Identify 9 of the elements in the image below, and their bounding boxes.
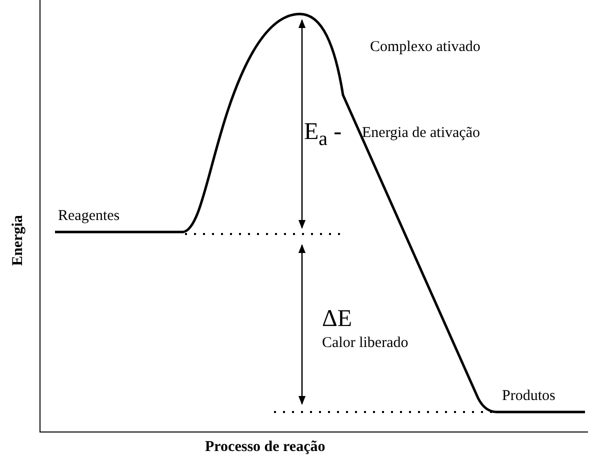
annotation-text: Energia de ativação xyxy=(362,126,480,141)
symbol-label: ΔE xyxy=(322,307,352,331)
annotation-text: Reagentes xyxy=(58,209,120,224)
annotation-text: Calor liberado xyxy=(322,336,408,351)
annotation-text: Produtos xyxy=(502,389,556,404)
axis-title: Energia xyxy=(10,214,26,266)
axis-title: Processo de reação xyxy=(205,440,326,455)
annotation-text: Complexo ativado xyxy=(370,40,480,55)
symbol-label: E$_{a}$ - xyxy=(304,120,342,149)
